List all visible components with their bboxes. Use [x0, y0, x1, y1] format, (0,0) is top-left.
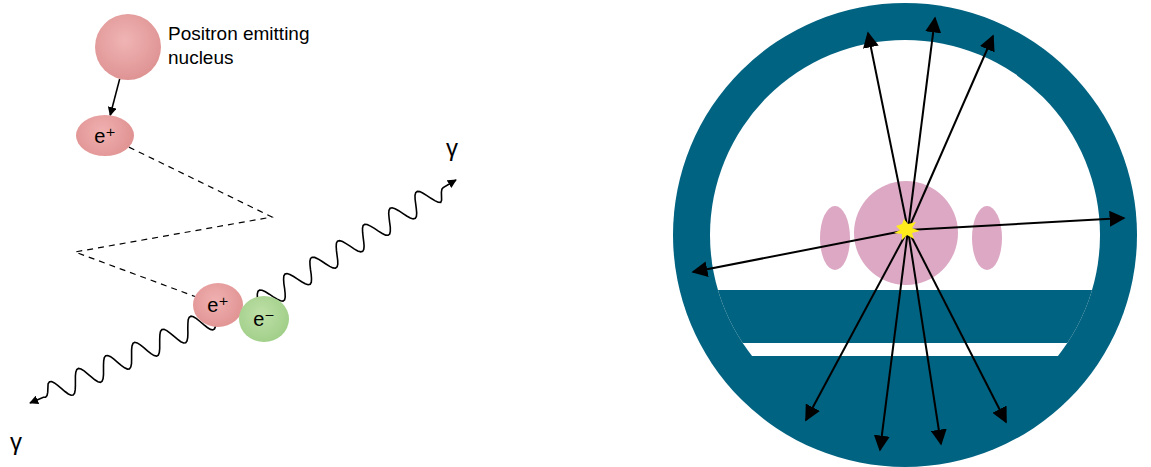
- gamma-waves: [30, 180, 456, 403]
- positron-path: [75, 147, 272, 296]
- patient-bed: [700, 290, 1120, 343]
- annihilation-flash: [894, 219, 920, 240]
- nucleus-circle: Positron emitting nucleus: [95, 14, 161, 80]
- node-caption: Positron emitting nucleus: [168, 22, 348, 70]
- gamma-rays: [693, 18, 1124, 450]
- particle-label: e⁻: [253, 307, 275, 331]
- particle-label: e⁺: [94, 124, 116, 148]
- particle-label: e⁺: [207, 293, 229, 317]
- electron-circle: e⁻: [239, 296, 289, 342]
- patient-arm: [972, 206, 1002, 270]
- patient-body: [854, 181, 958, 285]
- positron-circle: e⁺: [193, 283, 243, 327]
- emission-arrow: [110, 79, 120, 115]
- detector-ring: [673, 3, 1137, 467]
- gamma-label: γ: [446, 134, 458, 162]
- gamma-wave: [245, 180, 456, 318]
- gamma-label: γ: [10, 428, 22, 456]
- pet-scanner: [673, 3, 1137, 467]
- positron-circle: e⁺: [76, 115, 134, 156]
- patient-arm: [820, 206, 850, 270]
